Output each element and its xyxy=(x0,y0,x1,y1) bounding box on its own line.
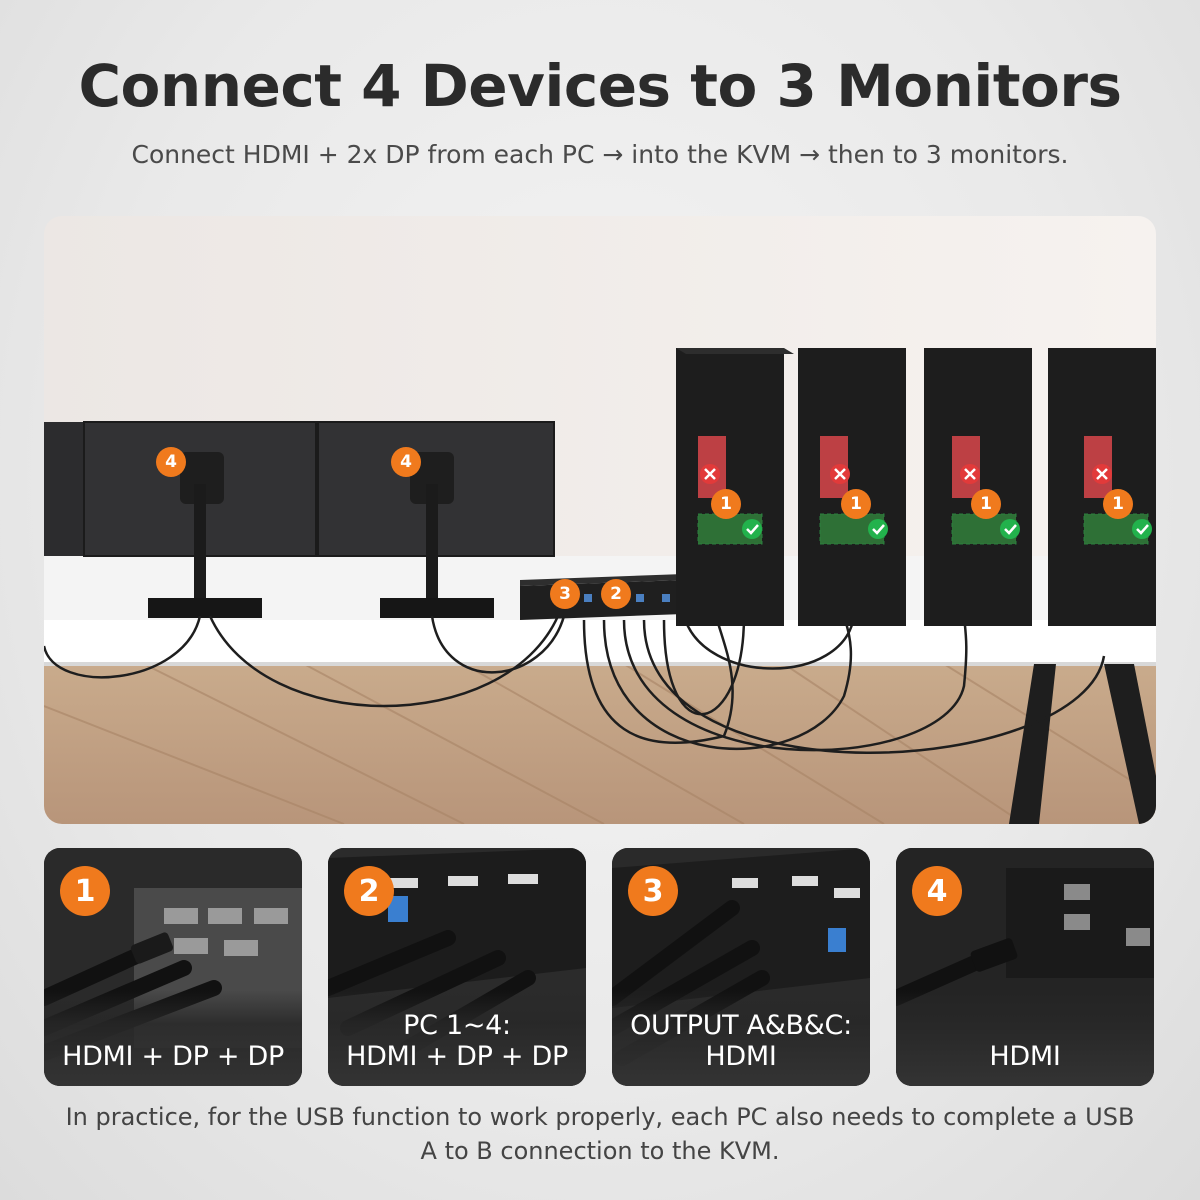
kvm-output-badge: 3 xyxy=(550,579,580,609)
pc-badge: 1 xyxy=(711,489,741,519)
desk-edge xyxy=(44,620,1156,664)
monitor-badge: 4 xyxy=(391,447,421,477)
page-subtitle: Connect HDMI + 2x DP from each PC → into… xyxy=(131,140,1069,169)
panel-caption: HDMI + DP + DP xyxy=(62,1041,284,1072)
pc-towers xyxy=(676,348,1156,626)
desk-scene xyxy=(44,216,1156,824)
usb-footnote: In practice, for the USB function to wor… xyxy=(65,1103,1135,1165)
step-number-badge: 4 xyxy=(912,866,962,916)
panel-kvm-outputs: 3 OUTPUT A&B&C: HDMI xyxy=(612,848,870,1086)
desk-leg xyxy=(1009,664,1056,824)
step-number-badge: 2 xyxy=(344,866,394,916)
pc-badge: 1 xyxy=(1103,489,1133,519)
kvm-input-badge: 2 xyxy=(601,579,631,609)
setup-illustration: 4 4 3 2 1 1 1 1 xyxy=(44,216,1156,824)
panel-kvm-inputs: 2 PC 1~4: HDMI + DP + DP xyxy=(328,848,586,1086)
pc-badge: 1 xyxy=(841,489,871,519)
error-icons xyxy=(700,464,1112,484)
monitor-row xyxy=(44,421,555,618)
panel-pc-ports: 1 HDMI + DP + DP xyxy=(44,848,302,1086)
panel-caption: PC 1~4: HDMI + DP + DP xyxy=(346,1010,568,1072)
step-number-badge: 1 xyxy=(60,866,110,916)
page-title: Connect 4 Devices to 3 Monitors xyxy=(78,52,1122,120)
check-icons xyxy=(742,519,1152,539)
monitor-badge: 4 xyxy=(156,447,186,477)
panel-caption: OUTPUT A&B&C: HDMI xyxy=(630,1010,852,1072)
panel-caption: HDMI xyxy=(989,1041,1061,1072)
floor xyxy=(44,664,1156,824)
cables xyxy=(44,615,1106,754)
floor-boards xyxy=(44,663,1156,824)
panel-monitor-input: 4 HDMI xyxy=(896,848,1154,1086)
step-number-badge: 3 xyxy=(628,866,678,916)
pc-badge: 1 xyxy=(971,489,1001,519)
